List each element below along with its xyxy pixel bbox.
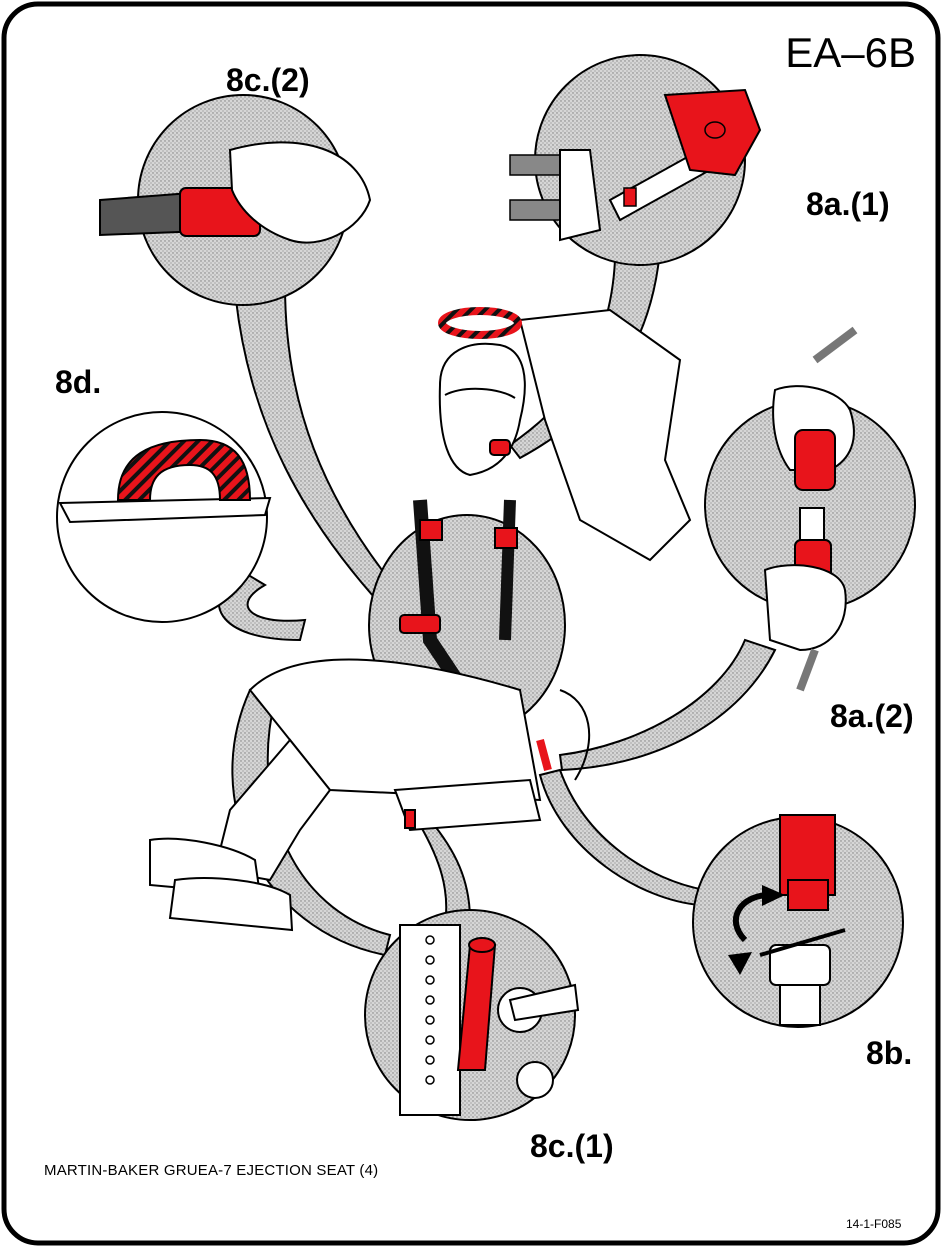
detail-8a1-fitting [510,55,760,265]
detail-8c1-lever [365,910,578,1120]
detail-8a2-connector [705,330,915,690]
callout-label-8a1: 8a.(1) [806,188,890,220]
callout-label-8c2: 8c.(2) [226,64,310,96]
detail-8d-handle [57,412,270,622]
detail-8b-hose [693,815,903,1027]
callout-label-8d: 8d. [55,366,101,398]
detail-8c2-buckle [100,95,370,305]
callout-label-8b: 8b. [866,1037,912,1069]
figure-id: 14-1-F085 [846,1217,901,1231]
figure-caption: MARTIN-BAKER GRUEA-7 EJECTION SEAT (4) [44,1162,378,1179]
callout-label-8c1: 8c.(1) [530,1130,614,1162]
callout-label-8a2: 8a.(2) [830,700,914,732]
aircraft-title: EA–6B [785,32,916,74]
